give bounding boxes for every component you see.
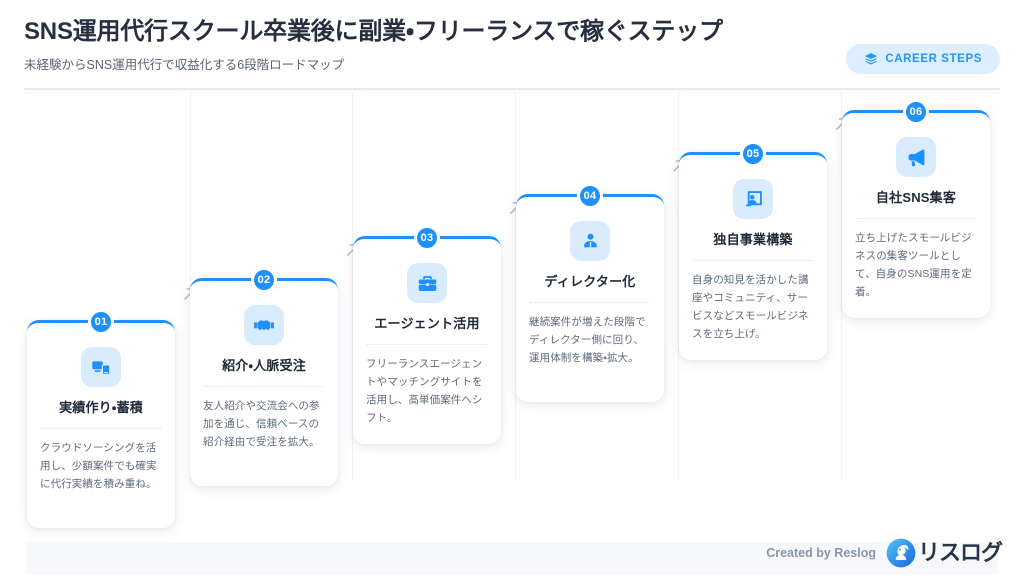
reslog-wordmark: リスログ	[917, 540, 1003, 565]
step-description: クラウドソーシングを活用し、少額案件でも確実に代行実績を積み重ね。	[40, 441, 157, 490]
column-divider	[515, 92, 516, 482]
step-number-badge: 01	[88, 309, 114, 335]
megaphone-icon	[896, 137, 936, 177]
step-description: 立ち上げたスモールビジネスの集客ツールとして、自身のSNS運用を定着。	[855, 231, 972, 299]
footer-credit: Created by Reslog リスログ	[766, 538, 1003, 568]
layers-icon	[864, 52, 878, 66]
step-card-06[interactable]: 06 自社SNS集客 立ち上げたスモールビジネスの集客ツールとして、自身のSNS…	[842, 99, 990, 318]
device-copy-icon	[81, 347, 121, 387]
step-description: フリーランスエージェントやマッチングサイトを活用し、高単価案件へシフト。	[366, 357, 483, 425]
column-divider	[678, 92, 679, 482]
reslog-logo: リスログ	[886, 538, 1003, 568]
page-title: SNS運用代行スクール卒業後に副業・フリーランスで稼ぐステップ	[24, 18, 723, 45]
step-number-badge: 05	[740, 141, 766, 167]
roadmap-canvas: 01 実績作り・蓄積 クラウドソーシングを活用し、少額案件でも確実に代行実績を積…	[0, 92, 1024, 580]
career-steps-badge: CAREER STEPS	[846, 44, 1000, 74]
step-title: ディレクター化	[544, 274, 636, 289]
step-title: 独自事業構築	[713, 232, 793, 247]
step-number-badge: 02	[251, 267, 277, 293]
step-description: 友人紹介や交流会への参加を通じ、信頼ベースの紹介経由で受注を拡大。	[203, 399, 320, 448]
column-divider	[841, 92, 842, 482]
step-divider	[367, 343, 487, 345]
user-group-icon	[570, 221, 610, 261]
canvas-bottom-band	[26, 542, 998, 574]
step-title: エージェント活用	[374, 316, 480, 331]
step-divider	[530, 301, 650, 303]
handshake-icon	[244, 305, 284, 345]
step-number-badge: 06	[903, 99, 929, 125]
step-number-badge: 04	[577, 183, 603, 209]
footer-credit-text: Created by Reslog	[766, 546, 876, 560]
step-card-01[interactable]: 01 実績作り・蓄積 クラウドソーシングを活用し、少額案件でも確実に代行実績を積…	[27, 309, 175, 528]
step-divider	[41, 427, 161, 429]
step-description: 継続案件が増えた段階でディレクター側に回り、運用体制を構築・拡大。	[529, 315, 646, 364]
squirrel-logo-icon	[886, 538, 916, 568]
briefcase-icon	[407, 263, 447, 303]
step-title: 自社SNS集客	[875, 190, 957, 205]
step-divider	[693, 259, 813, 261]
header-divider	[24, 88, 1000, 90]
step-number-badge: 03	[414, 225, 440, 251]
step-card-04[interactable]: 04 ディレクター化 継続案件が増えた段階でディレクター側に回り、運用体制を構築…	[516, 183, 664, 402]
step-title: 紹介・人脈受注	[222, 358, 306, 373]
career-steps-badge-label: CAREER STEPS	[885, 53, 982, 65]
step-divider	[856, 217, 976, 219]
page-header: SNS運用代行スクール卒業後に副業・フリーランスで稼ぐステップ 未経験からSNS…	[0, 0, 1024, 92]
step-divider	[204, 385, 324, 387]
presentation-person-icon	[733, 179, 773, 219]
page-subtitle: 未経験からSNS運用代行で収益化する6段階ロードマップ	[24, 57, 345, 72]
column-divider	[352, 92, 353, 482]
step-title: 実績作り・蓄積	[59, 400, 143, 415]
step-card-03[interactable]: 03 エージェント活用 フリーランスエージェントやマッチングサイトを活用し、高単…	[353, 225, 501, 444]
step-card-02[interactable]: 02 紹介・人脈受注 友人紹介や交流会への参加を通じ、信頼ベースの紹介経由で受注…	[190, 267, 338, 486]
step-card-05[interactable]: 05 独自事業構築 自身の知見を活かした講座やコミュニティ、サービスなどスモール…	[679, 141, 827, 360]
step-description: 自身の知見を活かした講座やコミュニティ、サービスなどスモールビジネスを立ち上げ。	[692, 273, 809, 341]
